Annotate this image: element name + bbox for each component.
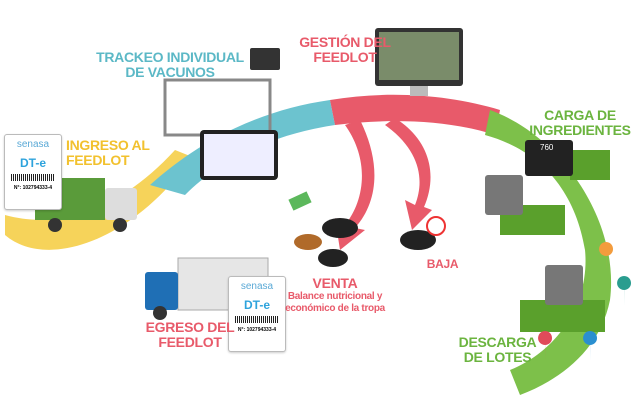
loader-tractor: [570, 150, 610, 180]
sale-title: VENTA: [312, 275, 358, 291]
senasa-logo: senasa: [240, 281, 274, 292]
cow: [318, 249, 348, 267]
barcode: [235, 316, 279, 323]
sale-subtitle-line: Balance nutricional y: [287, 291, 383, 302]
entry-label-line: INGRESO AL: [66, 137, 150, 153]
exit-label-line: EGRESO DEL: [145, 319, 235, 335]
dte-ticket-exit: senasa DT-e N°: 102794333-4: [228, 276, 286, 352]
dte-title: DT-e: [243, 298, 270, 312]
entry-label: INGRESO AL FEEDLOT: [66, 138, 156, 168]
sale-subtitle-line: económico de la tropa: [285, 303, 385, 314]
scale-readout: 760: [540, 143, 554, 152]
unload-label-line: DE LOTES: [463, 349, 532, 365]
tablet-screen: [204, 134, 274, 176]
entry-label-line: FEEDLOT: [66, 152, 130, 168]
loading-label: CARGA DE INGREDIENTES: [525, 108, 635, 138]
loading-label-line: INGREDIENTES: [529, 122, 631, 138]
management-label-line: GESTIÓN DEL: [299, 34, 391, 50]
feed-controller: [545, 265, 583, 305]
unload-label-line: DESCARGA: [458, 334, 537, 350]
management-band: [330, 94, 500, 135]
entry-truck-cab: [105, 188, 137, 220]
exit-label: EGRESO DEL FEEDLOT: [140, 320, 240, 350]
tracking-label: TRACKEO INDIVIDUAL DE VACUNOS: [95, 50, 245, 80]
wheel: [113, 218, 127, 232]
prohibited-icon: [426, 216, 446, 236]
tracking-label-line: TRACKEO INDIVIDUAL: [96, 49, 244, 65]
unload-label: DESCARGA DE LOTES: [455, 335, 540, 365]
sale-arrow: [335, 120, 375, 250]
tracking-label-line: DE VACUNOS: [125, 64, 215, 80]
exit-label-line: FEEDLOT: [158, 334, 222, 350]
cow: [400, 230, 436, 250]
monitor-screen: [379, 32, 459, 80]
dte-number: N°: 102794333-4: [237, 327, 277, 333]
loading-label-line: CARGA DE: [544, 107, 616, 123]
location-pin-icon: [583, 331, 598, 361]
mixer-tractor: [520, 300, 605, 332]
exit-truck-cab: [145, 272, 178, 310]
dte-number: N°: 102794333-4: [13, 185, 53, 191]
cow: [322, 218, 358, 238]
wheel: [153, 306, 167, 320]
senasa-logo: senasa: [16, 139, 50, 150]
wheel: [48, 218, 62, 232]
barcode: [11, 174, 55, 181]
monitor-stand: [410, 86, 428, 96]
loss-arrow: [385, 118, 432, 230]
location-pin-icon: [599, 242, 614, 272]
management-label-line: FEEDLOT: [313, 49, 377, 65]
money-icon: [288, 191, 312, 211]
cow: [294, 234, 322, 250]
location-pin-icon: [617, 276, 632, 306]
scale-indicator: [250, 48, 280, 70]
phone-scale: [525, 140, 573, 176]
dte-ticket-entry: senasa DT-e N°: 102794333-4: [4, 134, 62, 210]
feed-controller: [485, 175, 523, 215]
management-label: GESTIÓN DEL FEEDLOT: [290, 35, 400, 65]
loss-label: BAJA: [426, 257, 459, 271]
location-pin-icon: [538, 331, 553, 361]
dte-title: DT-e: [19, 156, 46, 170]
sale-label: VENTA Balance nutricional y económico de…: [270, 276, 400, 315]
